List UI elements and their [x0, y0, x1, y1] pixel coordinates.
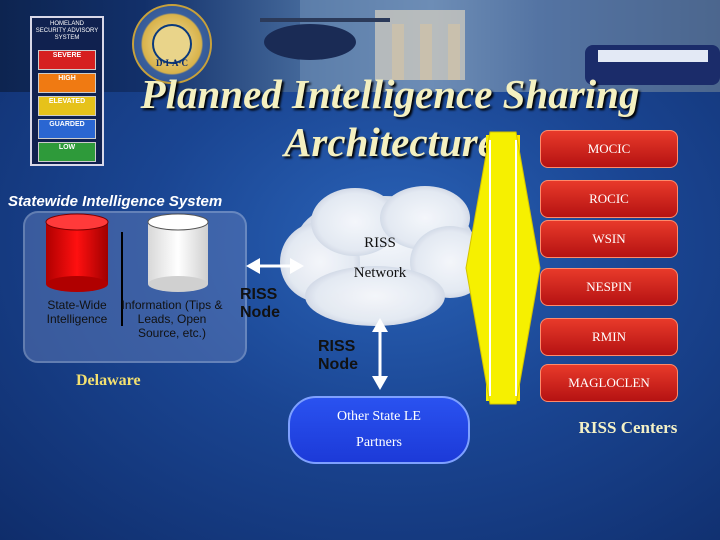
title-line-1: Planned Intelligence Sharing — [140, 71, 640, 117]
riss-network-label-line-1: RISS — [364, 235, 396, 251]
riss-node-bottom-label: RISS Node — [318, 338, 358, 373]
statewide-intelligence-database-icon — [45, 213, 109, 292]
partners-label-line-2: Partners — [356, 435, 402, 450]
level-high: HIGH — [38, 73, 96, 93]
statewide-intelligence-label: State-Wide Intelligence — [46, 298, 108, 326]
bidirectional-arrow-state-cloud — [246, 258, 304, 274]
delaware-label: Delaware — [76, 372, 141, 389]
information-sources-label: Information (Tips & Leads, Open Source, … — [121, 298, 223, 340]
seal-center — [152, 24, 192, 64]
riss-center-nespin: NESPIN — [540, 268, 678, 306]
riss-centers-label: RISS Centers — [578, 418, 678, 437]
riss-center-wsin: WSIN — [540, 220, 678, 258]
riss-network-label-line-2: Network — [353, 265, 407, 281]
yellow-double-arrow — [465, 131, 541, 405]
riss-node-left-label: RISS Node — [240, 286, 280, 321]
diac-seal-logo: D·I·A·C — [132, 4, 212, 84]
bidirectional-arrow-cloud-partners — [372, 318, 388, 390]
header-banner — [0, 0, 720, 92]
riss-center-mocic: MOCIC — [540, 130, 678, 168]
level-low: LOW — [38, 142, 96, 162]
other-state-le-partners-box: Other State LE Partners — [288, 396, 470, 464]
level-severe: SEVERE — [38, 50, 96, 70]
banner-photo — [260, 0, 720, 92]
seal-text: D·I·A·C — [155, 58, 188, 68]
riss-network-label: RISS Network — [330, 228, 430, 288]
page-title: Planned Intelligence Sharing Architectur… — [120, 70, 660, 166]
information-database-icon — [147, 213, 209, 292]
statewide-system-title: Statewide Intelligence System — [8, 193, 223, 210]
riss-center-rmin: RMIN — [540, 318, 678, 356]
riss-center-rocic: ROCIC — [540, 180, 678, 218]
level-guarded: GUARDED — [38, 119, 96, 139]
partners-label-line-1: Other State LE — [337, 409, 421, 424]
riss-center-magloclen: MAGLOCLEN — [540, 364, 678, 402]
advisory-system-panel: HOMELAND SECURITY ADVISORY SYSTEM SEVERE… — [30, 16, 104, 166]
advisory-heading: HOMELAND SECURITY ADVISORY SYSTEM — [35, 21, 99, 41]
title-line-2: Architecture — [284, 119, 496, 165]
level-elevated: ELEVATED — [38, 96, 96, 116]
